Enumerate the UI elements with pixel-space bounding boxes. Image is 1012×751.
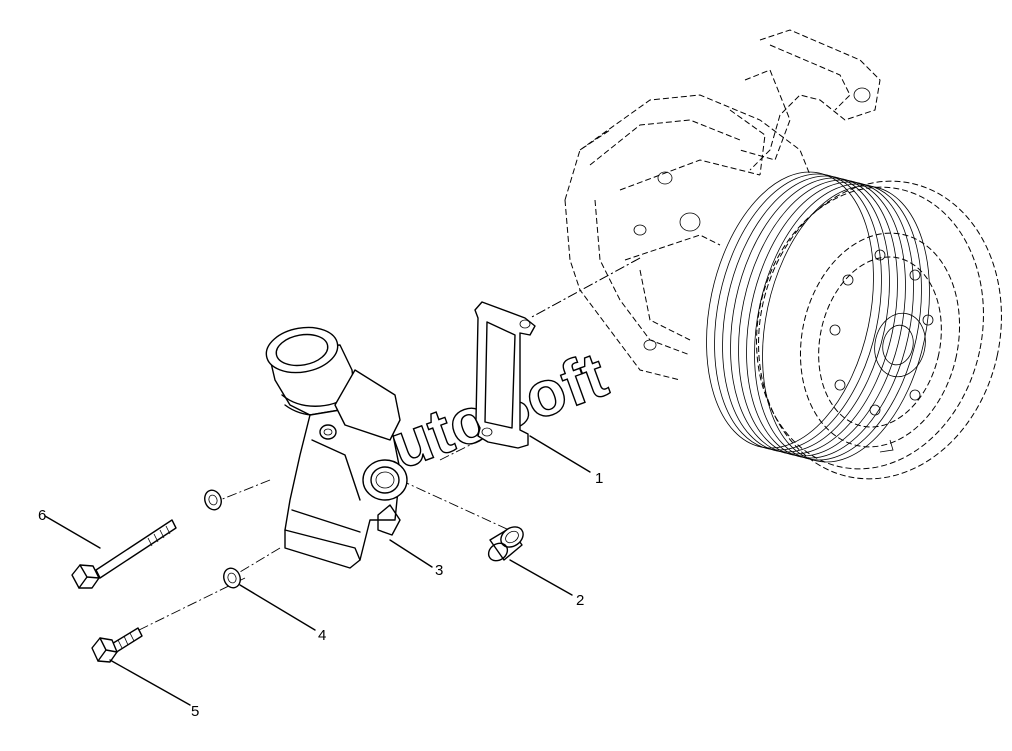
long-bolt-part-6 bbox=[71, 519, 177, 589]
callout-1: 1 bbox=[595, 470, 603, 487]
callout-5: 5 bbox=[191, 703, 199, 720]
sleeve-part-2 bbox=[487, 526, 524, 562]
callout-6: 6 bbox=[38, 507, 46, 524]
short-bolt-part-5 bbox=[91, 627, 143, 663]
callout-2: 2 bbox=[576, 592, 584, 609]
water-pump-assembly bbox=[564, 29, 1002, 480]
gasket-part-1 bbox=[474, 301, 536, 449]
washer-part-4 bbox=[223, 567, 241, 589]
washer-upper bbox=[204, 489, 222, 511]
callout-4: 4 bbox=[318, 627, 326, 644]
leader-lines bbox=[44, 435, 591, 706]
outlet-housing-part-3 bbox=[265, 326, 408, 569]
callout-3: 3 bbox=[435, 562, 443, 579]
